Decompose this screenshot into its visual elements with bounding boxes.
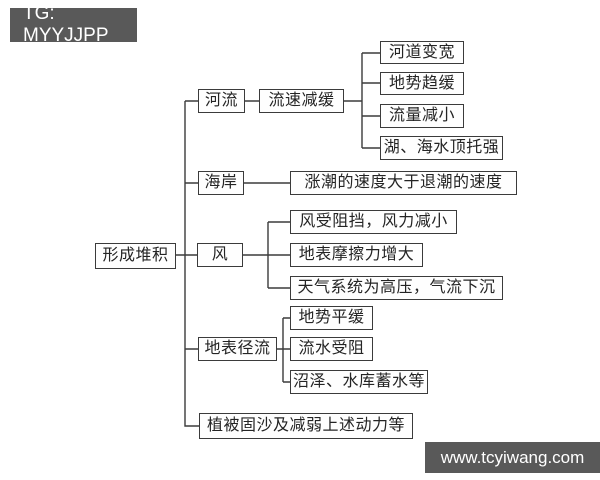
node-wind: 风 [197, 243, 243, 267]
watermark-bottom-right: www.tcyiwang.com [425, 442, 600, 473]
node-root: 形成堆积 [95, 243, 176, 269]
node-wind-blocked: 风受阻挡，风力减小 [290, 210, 457, 234]
node-channel-widens: 河道变宽 [380, 41, 464, 64]
node-vegetation-sand-fixing: 植被固沙及减弱上述动力等 [199, 413, 413, 439]
watermark-top-left: TG: MYYJJPP [10, 3, 137, 46]
node-water-flow-blocked: 流水受阻 [290, 337, 373, 361]
connector-river-subtree [245, 52, 380, 149]
connector-runoff-subtree [277, 317, 290, 383]
node-lake-sea-backwater: 湖、海水顶托强 [380, 136, 503, 160]
node-flow-speed-slows: 流速减缓 [259, 89, 344, 113]
connector-main-trunk [176, 100, 199, 427]
node-discharge-decreases: 流量减小 [380, 104, 464, 128]
node-coast: 海岸 [198, 171, 244, 195]
node-tide-speed: 涨潮的速度大于退潮的速度 [290, 171, 517, 195]
node-river: 河流 [198, 89, 245, 113]
node-high-pressure-sinking-air: 天气系统为高压，气流下沉 [290, 276, 503, 300]
node-terrain-flat: 地势平缓 [290, 306, 373, 330]
connector-wind-subtree [243, 221, 290, 289]
node-surface-friction: 地表摩擦力增大 [290, 243, 423, 267]
node-swamp-reservoir-storage: 沼泽、水库蓄水等 [290, 370, 428, 394]
node-terrain-gentler: 地势趋缓 [380, 72, 464, 95]
node-surface-runoff: 地表径流 [198, 337, 277, 361]
